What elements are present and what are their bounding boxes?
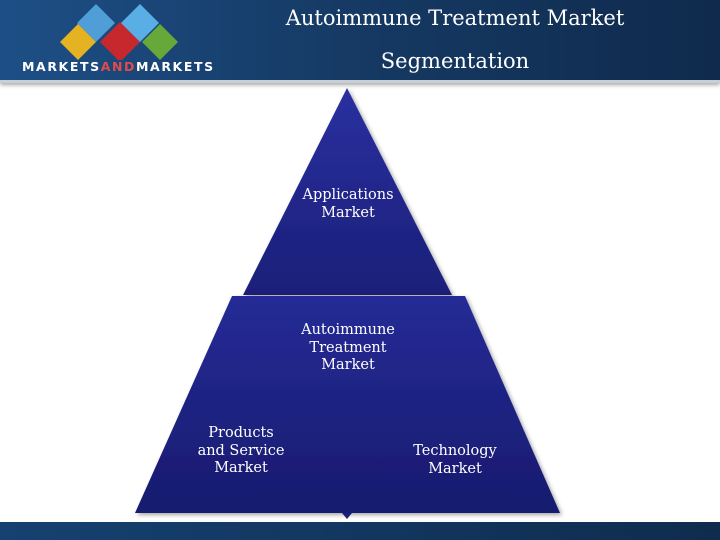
four-diamond-logo-icon bbox=[60, 4, 178, 60]
segment-label-products: Products and Service Market bbox=[197, 425, 285, 476]
footer-bar bbox=[0, 522, 720, 540]
logo-text-part3: MARKETS bbox=[136, 59, 215, 74]
logo-diamond-red bbox=[100, 22, 140, 60]
logo-diamond-green bbox=[142, 24, 178, 60]
segment-label-technology: Technology Market bbox=[413, 443, 497, 477]
page-title: Autoimmune Treatment Market bbox=[285, 6, 625, 30]
page-subtitle: Segmentation bbox=[380, 49, 530, 73]
logo-diamond-yellow bbox=[60, 24, 96, 60]
segment-label-center: Autoimmune Treatment Market bbox=[301, 322, 395, 373]
pyramid-base-notch bbox=[342, 513, 352, 519]
logo-text-part1: MARKETS bbox=[22, 59, 101, 74]
logo-text-and: AND bbox=[100, 59, 137, 74]
pyramid-bottom-section bbox=[135, 296, 560, 513]
logo-diamond-blue-right bbox=[121, 4, 159, 42]
segment-label-applications: Applications Market bbox=[302, 187, 394, 221]
pyramid-top-section bbox=[243, 88, 452, 295]
brand-logo: MARKETSANDMARKETS bbox=[22, 59, 215, 74]
header-bar: MARKETSANDMARKETS Autoimmune Treatment M… bbox=[0, 0, 720, 83]
